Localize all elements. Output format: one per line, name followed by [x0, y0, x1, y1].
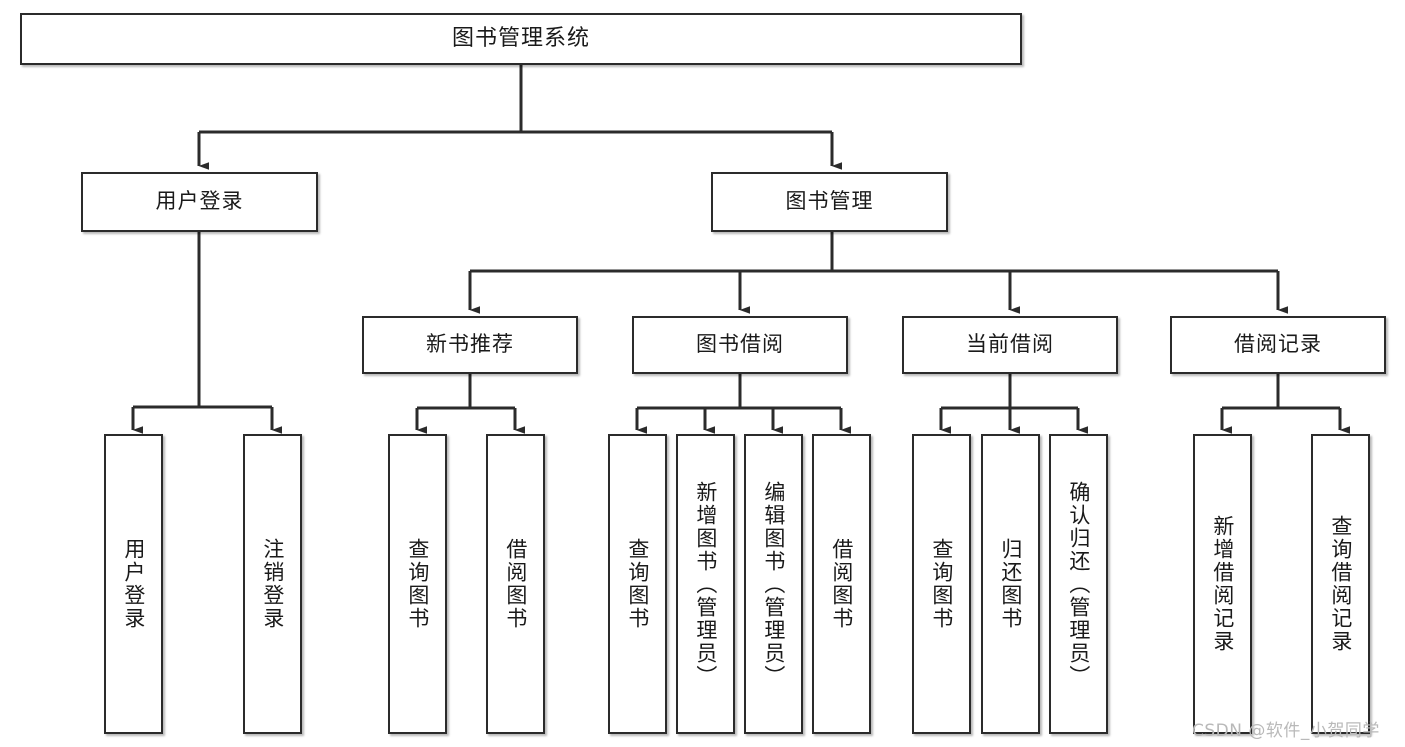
- node-leaf-logout-login[interactable]: 注销登录: [243, 434, 302, 734]
- node-leaf-edit-book[interactable]: 编辑图书（管理员）: [744, 434, 803, 734]
- node-leaf-borrow-book-1[interactable]: 借阅图书: [486, 434, 545, 734]
- node-leaf-add-book[interactable]: 新增图书（管理员）: [676, 434, 735, 734]
- node-current-borrow[interactable]: 当前借阅: [902, 316, 1118, 374]
- node-leaf-add-record[interactable]: 新增借阅记录: [1193, 434, 1252, 734]
- node-leaf-query-record[interactable]: 查询借阅记录: [1311, 434, 1370, 734]
- node-user-login[interactable]: 用户登录: [81, 172, 318, 232]
- node-label: 查询图书: [929, 538, 954, 630]
- node-label: 查询图书: [405, 538, 430, 630]
- node-label: 借阅图书: [829, 538, 854, 630]
- node-label: 图书管理系统: [451, 25, 590, 51]
- node-root-system[interactable]: 图书管理系统: [20, 13, 1022, 65]
- node-label: 新增图书（管理员）: [693, 480, 718, 688]
- node-leaf-query-book-1[interactable]: 查询图书: [388, 434, 447, 734]
- node-leaf-user-login[interactable]: 用户登录: [104, 434, 163, 734]
- node-label: 用户登录: [155, 189, 244, 214]
- node-leaf-return-book[interactable]: 归还图书: [981, 434, 1040, 734]
- node-label: 归还图书: [998, 538, 1023, 630]
- node-label: 查询图书: [625, 538, 650, 630]
- node-label: 新书推荐: [426, 332, 514, 357]
- node-label: 查询借阅记录: [1328, 515, 1353, 653]
- node-label: 注销登录: [260, 538, 285, 630]
- node-leaf-confirm-return[interactable]: 确认归还（管理员）: [1049, 434, 1108, 734]
- csdn-watermark: CSDN @软件_小贺同学: [1192, 721, 1380, 741]
- node-label: 确认归还（管理员）: [1066, 480, 1091, 688]
- node-label: 图书借阅: [696, 332, 784, 357]
- node-borrow-record[interactable]: 借阅记录: [1170, 316, 1386, 374]
- node-label: 图书管理: [785, 189, 874, 214]
- node-book-borrow[interactable]: 图书借阅: [632, 316, 848, 374]
- node-book-manage[interactable]: 图书管理: [711, 172, 948, 232]
- node-label: 编辑图书（管理员）: [761, 480, 786, 688]
- node-label: 用户登录: [121, 538, 146, 630]
- node-label: 借阅记录: [1234, 332, 1322, 357]
- node-label: 借阅图书: [503, 538, 528, 630]
- node-new-book-rec[interactable]: 新书推荐: [362, 316, 578, 374]
- node-leaf-query-book-3[interactable]: 查询图书: [912, 434, 971, 734]
- node-leaf-borrow-book-2[interactable]: 借阅图书: [812, 434, 871, 734]
- node-label: 新增借阅记录: [1210, 515, 1235, 653]
- node-label: 当前借阅: [966, 332, 1054, 357]
- node-leaf-query-book-2[interactable]: 查询图书: [608, 434, 667, 734]
